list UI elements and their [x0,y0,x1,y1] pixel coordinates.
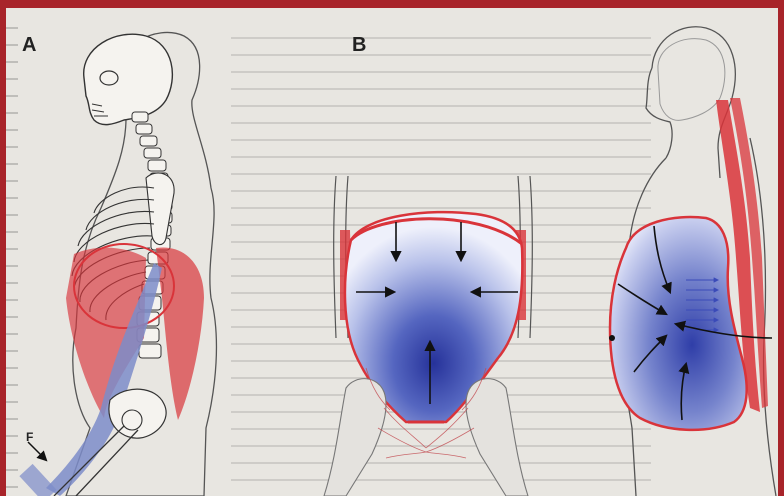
panel-b-side-view [609,27,776,496]
panel-a-label: A [22,34,36,57]
panel-b-front-view [324,176,532,496]
force-arrow-icon [28,442,46,460]
anatomy-figure [6,8,778,496]
abdominal-cavity-side [610,217,747,430]
force-label: F [26,430,33,444]
illustration-page: A B F [6,8,778,496]
panel-a-skeleton [26,32,216,496]
panel-b-label: B [352,34,366,57]
back-muscle [156,247,204,420]
